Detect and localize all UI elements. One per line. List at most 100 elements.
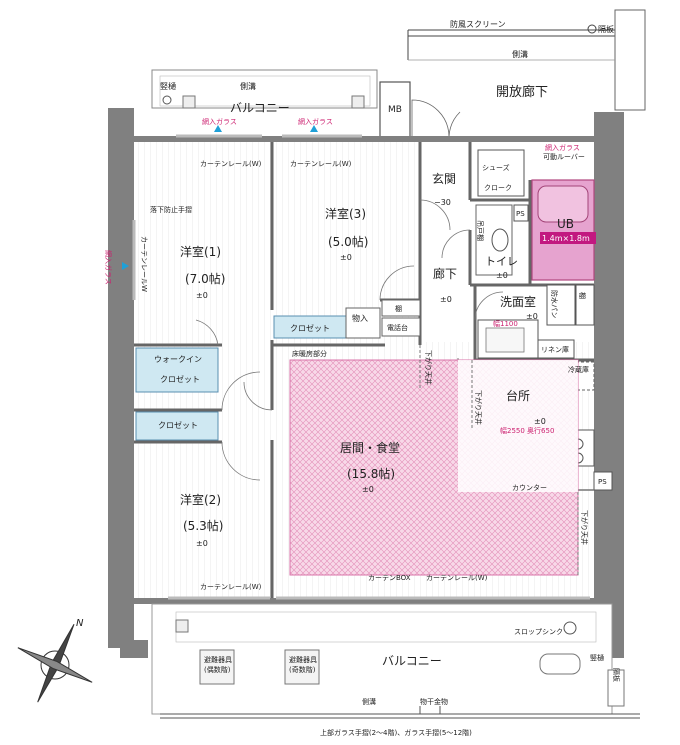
shelf-box — [381, 299, 421, 317]
bottom-curtain-box: カーテンBOX — [368, 574, 411, 582]
living-size: (15.8帖) — [347, 466, 395, 481]
curtain-rail-label-1: カーテンレール(W) — [200, 160, 262, 168]
shoes-line2: クローク — [484, 184, 512, 192]
right-wall — [594, 112, 624, 652]
western1-level: ±0 — [196, 291, 208, 300]
walkin-line1: ウォークイン — [154, 355, 202, 364]
bottom-gutter-label: 側溝 — [362, 697, 376, 706]
bottom-rain-gutter: 竪樋 — [590, 653, 604, 662]
fall-rail-label: 落下防止手摺 — [150, 205, 192, 214]
bottom-balcony — [151, 603, 640, 719]
washroom-linen: リネン庫 — [541, 345, 569, 354]
top-rain-gutter-label: 竪樋 — [160, 81, 176, 91]
western3-level: ±0 — [340, 253, 352, 262]
mb-label: MB — [388, 105, 402, 115]
lowered-ceiling-lines — [419, 345, 579, 575]
entrance-door-swing — [411, 99, 450, 138]
kitchen-ps: PS — [598, 478, 607, 486]
windows — [132, 134, 590, 600]
top-gutter-label: 側溝 — [512, 49, 528, 59]
ps-label: PS — [516, 210, 525, 218]
top-balcony-label: バルコニー — [230, 101, 290, 115]
floor-heating-label: 床暖房部分 — [292, 349, 327, 358]
bottom-note: 上部ガラス手摺(2～4階)、ガラス手摺(5～12階) — [320, 728, 472, 737]
wired-glass-label-4: 網入ガラス — [104, 250, 113, 285]
washroom-shelf-label: 棚 — [578, 292, 587, 299]
kitchen-ps-box — [593, 471, 613, 491]
kitchen-fridge: 冷蔵庫 — [568, 365, 589, 374]
evac1-line1: 避難器具 — [204, 655, 232, 664]
toilet-level: ±0 — [496, 271, 508, 280]
glass-labels: 網入ガラス 網入ガラス 網入ガラス 網入ガラス — [104, 117, 580, 285]
linen-box — [537, 339, 575, 359]
wired-glass-label-1: 網入ガラス — [202, 117, 237, 126]
kitchen-counter-label: カウンター — [512, 483, 547, 492]
western3-name: 洋室(3) — [325, 206, 366, 221]
rain-gutter-icon — [162, 95, 172, 105]
living-level: ±0 — [362, 485, 374, 494]
screen-label: 防風スクリーン — [450, 19, 506, 29]
western3-size: (5.0帖) — [328, 234, 368, 249]
curtain-rail-label-2: カーテンレール(W) — [290, 160, 352, 168]
slop-sink-icon — [539, 653, 581, 675]
bottom-balcony-label: バルコニー — [382, 654, 442, 668]
washroom-vanity: 幅1100 — [493, 319, 518, 328]
top-balcony-gutter-label: 側溝 — [240, 81, 256, 91]
lowered-ceiling-2: 下がり天井 — [474, 390, 483, 425]
hall-level: ±0 — [440, 295, 452, 304]
mb-box — [379, 81, 411, 138]
shoes-line1: シューズ — [482, 163, 510, 172]
wired-glass-label-2: 網入ガラス — [298, 117, 333, 126]
washroom-level: ±0 — [526, 312, 538, 321]
shelf-label: 棚 — [395, 304, 402, 313]
toilet-name: トイレ — [485, 255, 518, 268]
corridor-label: 開放廊下 — [496, 84, 548, 100]
western2-level: ±0 — [196, 539, 208, 548]
slop-sink-label: スロップシンク — [514, 628, 563, 636]
louver-label: 可動ルーバー — [543, 152, 585, 161]
entrance-level: −30 — [434, 198, 451, 207]
evac2-line1: 避難器具 — [289, 655, 317, 664]
lowered-ceiling-3: 下がり天井 — [580, 510, 589, 545]
toilet-icon — [491, 228, 509, 252]
bottom-curtain-rail: カーテンレール(W) — [426, 574, 488, 582]
living-name: 居間・食堂 — [340, 440, 400, 455]
western1-size: (7.0帖) — [185, 271, 225, 286]
bottom-curtain-rail-left: カーテンレール(W) — [200, 583, 262, 591]
walkin-line2: クロゼット — [160, 374, 200, 384]
compass-circle-icon — [40, 650, 70, 680]
door-swings — [195, 199, 504, 481]
ps-box — [513, 204, 529, 222]
evac1-line2: (偶数階) — [204, 665, 231, 674]
curtain-rail-vertical: カーテンレールW — [140, 236, 148, 292]
ub-size: 1.4m×1.8m — [542, 234, 590, 243]
entrance-name: 玄関 — [432, 171, 456, 186]
western2-name: 洋室(2) — [180, 492, 221, 507]
walkin-closet — [135, 347, 219, 393]
wired-glass-label-3: 網入ガラス — [545, 143, 580, 152]
lowered-ceiling-1: 下がり天井 — [424, 350, 433, 385]
closet2-label: クロゼット — [158, 420, 198, 430]
evac1-box — [199, 649, 235, 685]
storage-box — [345, 307, 381, 339]
drying-label: 物干金物 — [420, 697, 448, 706]
shoes-cloak — [477, 149, 525, 197]
top-column — [614, 9, 646, 111]
top-area: 防風スクリーン 隔板 側溝 開放廊下 — [407, 9, 646, 111]
top-balcony: 竪樋 側溝 バルコニー MB — [151, 69, 461, 138]
top-partition-label: 隔板 — [598, 24, 614, 34]
kitchen-name: 台所 — [506, 388, 530, 403]
ub-size-bg — [540, 232, 596, 244]
western1-name: 洋室(1) — [180, 244, 221, 259]
top-drain-icon — [587, 24, 597, 34]
closet2-box — [135, 411, 219, 441]
kitchen-level: ±0 — [534, 417, 546, 426]
kitchen-counter-size: 幅2550 奥行650 — [500, 426, 554, 435]
phone-box — [381, 317, 421, 337]
compass-letter: N — [76, 618, 84, 629]
sink-drain-icon — [563, 621, 577, 635]
ub-name: UB — [557, 217, 574, 231]
storage-label: 物入 — [352, 313, 368, 323]
closet-label: クロゼット — [290, 323, 330, 333]
western2-size: (5.3帖) — [183, 518, 223, 533]
